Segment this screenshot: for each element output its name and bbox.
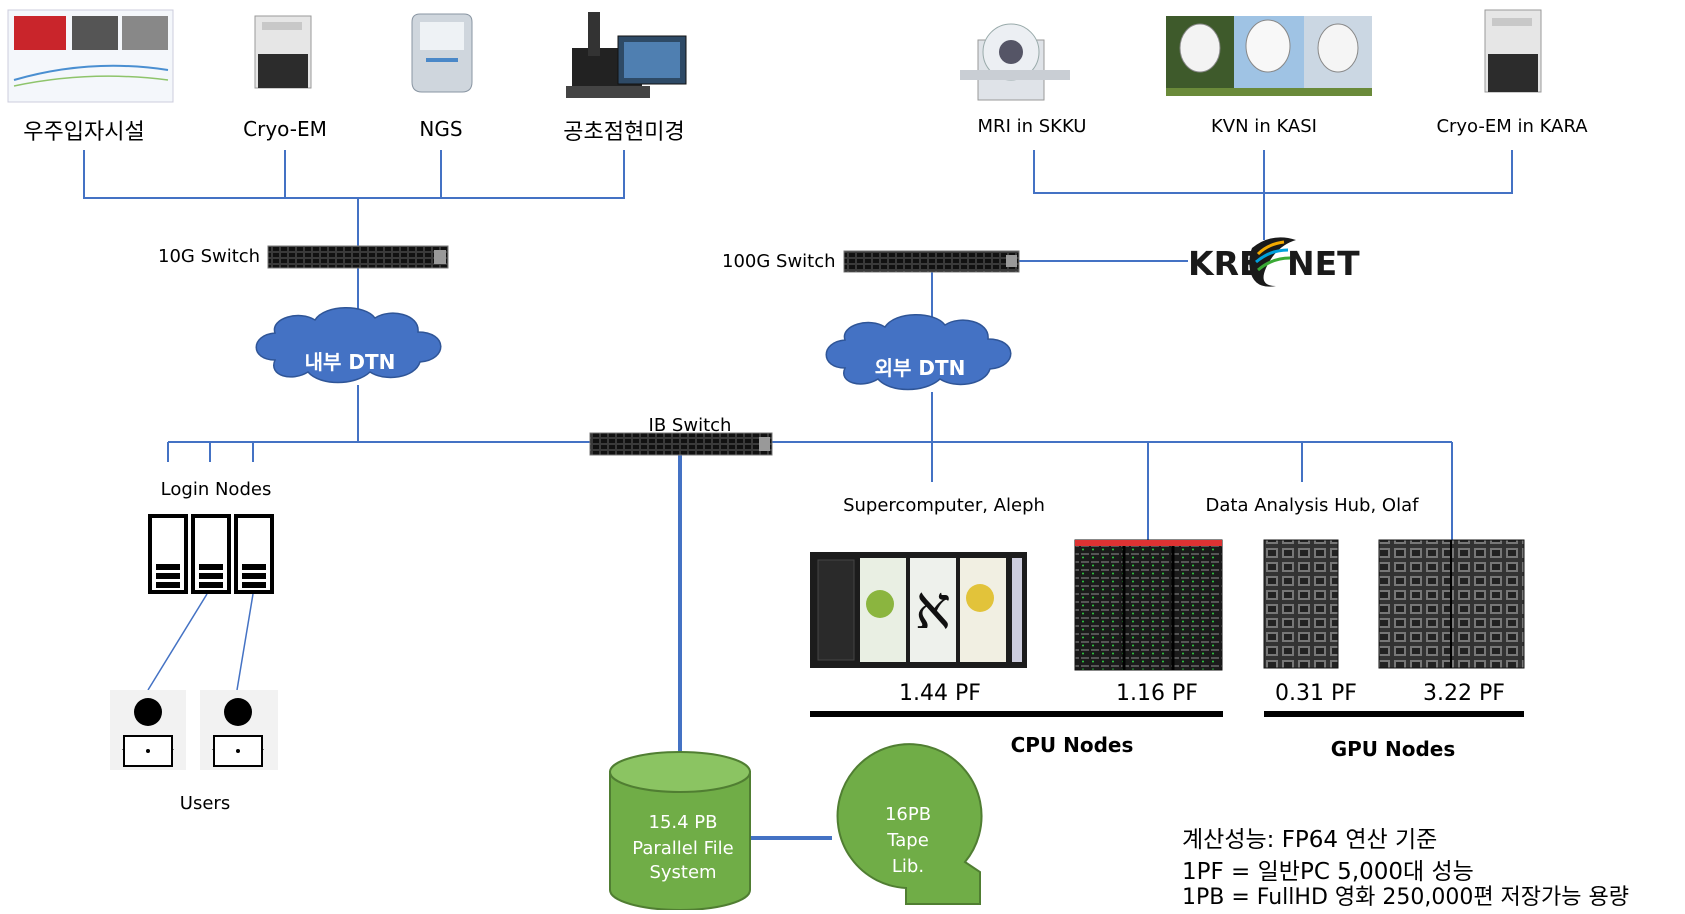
pfs-name-label: Parallel File (632, 838, 734, 859)
cryo-em-kara-label: Cryo-EM in KARA (1436, 116, 1588, 137)
switch-100g-label: 100G Switch (722, 251, 836, 272)
pfs-system-label: System (649, 862, 717, 883)
connection-lines (83, 150, 1513, 540)
tape-library-shape (836, 743, 983, 905)
ngs-image (411, 13, 473, 93)
cryo-em-image (254, 15, 312, 89)
confocal-microscope-label: 공초점현미경 (563, 120, 685, 145)
aleph-label: Supercomputer, Aleph (843, 495, 1045, 516)
tape-capacity-label: 16PB (884, 804, 932, 825)
kreonet-logo: KRE NET (1188, 237, 1360, 287)
mri-label: MRI in SKKU (977, 116, 1087, 137)
switch-10g (267, 245, 449, 269)
cosmic-ray-facility-label: 우주입자시설 (23, 120, 145, 145)
ib-switch (589, 432, 773, 456)
kreonet-logo-text-left: KRE (1188, 244, 1262, 283)
login-node-server-2 (191, 514, 231, 594)
external-dtn-cloud (825, 314, 1012, 391)
cosmic-ray-facility-image (7, 9, 174, 103)
tape-lib-label: Lib. (891, 856, 925, 877)
login-node-server-1 (148, 514, 188, 594)
cpu-nodes-label: CPU Nodes (1010, 733, 1134, 757)
parallel-file-system-cylinder (609, 751, 751, 910)
gpu2-pf-value: 3.22 PF (1423, 681, 1505, 706)
login-node-server-3 (234, 514, 274, 594)
external-dtn-label: 외부 DTN (874, 356, 966, 380)
login-node-servers (148, 514, 274, 594)
kvn-label: KVN in KASI (1211, 116, 1317, 137)
user-icon-1 (110, 690, 186, 770)
note-pf-definition: 1PF = 일반PC 5,000대 성능 (1182, 859, 1474, 885)
users-label: Users (179, 793, 231, 814)
switch-10g-label: 10G Switch (158, 246, 261, 267)
ngs-label: NGS (419, 117, 463, 141)
gpu1-pf-value: 0.31 PF (1275, 681, 1357, 706)
olaf-cpu-rack-image (1074, 539, 1223, 671)
aleph-pf-value: 1.44 PF (899, 681, 981, 706)
note-performance-basis: 계산성능: FP64 연산 기준 (1182, 827, 1438, 853)
switch-100g (843, 250, 1020, 273)
cpu2-pf-value: 1.16 PF (1116, 681, 1198, 706)
internal-dtn-label: 내부 DTN (304, 350, 396, 374)
confocal-microscope-image (566, 12, 687, 98)
user-icon-2 (200, 690, 278, 770)
kreonet-logo-text-right: NET (1287, 244, 1360, 283)
olaf-gpu-node-2-image (1378, 539, 1525, 669)
pfs-capacity-label: 15.4 PB (648, 812, 718, 833)
cryo-em-label: Cryo-EM (243, 117, 327, 141)
olaf-label: Data Analysis Hub, Olaf (1205, 495, 1419, 516)
login-nodes-label: Login Nodes (160, 479, 272, 500)
user-links (147, 593, 254, 691)
aleph-cray-image: א (810, 552, 1027, 668)
gpu-nodes-label: GPU Nodes (1330, 737, 1456, 761)
storage-links (678, 448, 832, 840)
tape-name-label: Tape (887, 830, 929, 851)
svg-text:א: א (915, 573, 951, 643)
ib-switch-label: IB Switch (648, 415, 732, 436)
olaf-gpu-node-1-image (1263, 539, 1339, 669)
cryo-em-kara-image (1484, 9, 1542, 93)
kvn-image (1166, 16, 1372, 96)
internal-dtn-cloud (255, 307, 442, 384)
note-pb-definition: 1PB = FullHD 영화 250,000편 저장가능 용량 (1182, 885, 1629, 910)
mri-image (960, 23, 1070, 101)
